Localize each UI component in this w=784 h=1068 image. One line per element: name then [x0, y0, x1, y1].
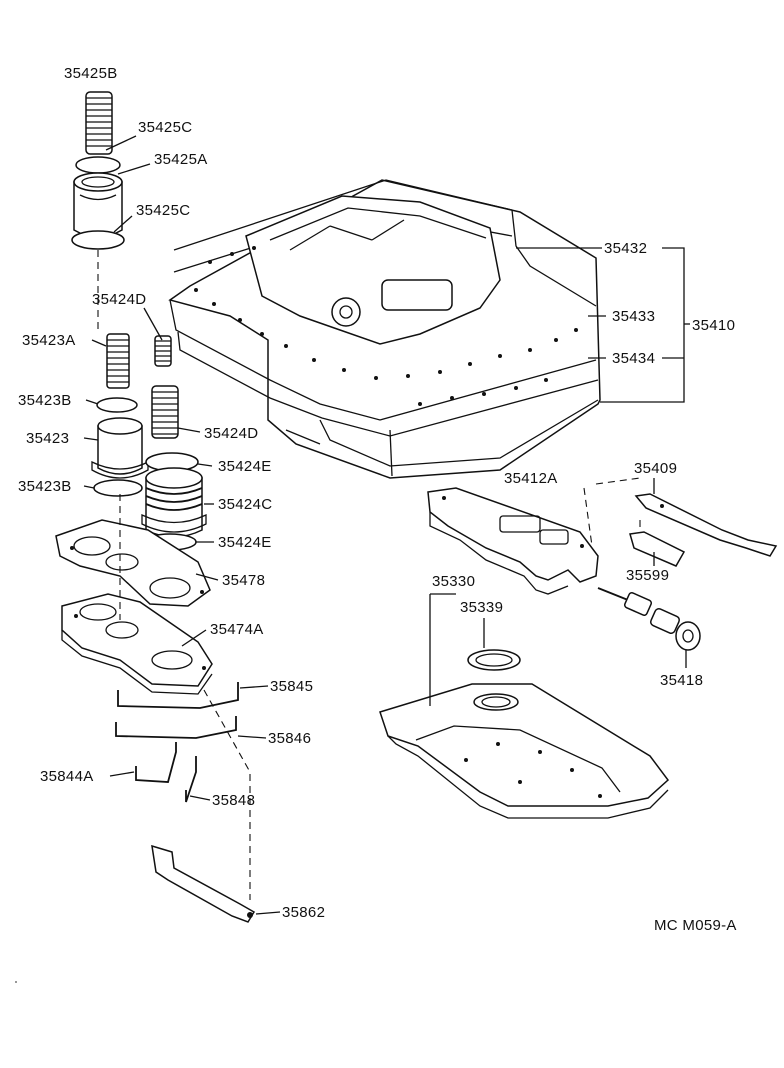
label-35424D-top: 35424D: [92, 291, 146, 308]
label-35425C-bot: 35425C: [136, 202, 190, 219]
label-35425C-top: 35425C: [138, 119, 192, 136]
label-35478: 35478: [222, 572, 265, 589]
piston-35425A: [73, 172, 123, 238]
label-35599: 35599: [626, 567, 669, 584]
plate-35599: [629, 531, 686, 567]
spring-35424D-small: [154, 335, 172, 367]
ring-35423B-lower: [93, 479, 143, 497]
spring-35425B: [85, 91, 113, 155]
label-35474A: 35474A: [210, 621, 264, 638]
gasket-35478: [55, 519, 211, 607]
label-35845: 35845: [270, 678, 313, 695]
piston-35423: [91, 417, 149, 479]
o-ring-35425C-lower: [71, 230, 125, 250]
label-35423A: 35423A: [22, 332, 76, 349]
valve-body-35412A: [427, 487, 599, 595]
label-35410: 35410: [692, 317, 735, 334]
spring-35423A: [106, 333, 130, 389]
label-35425B: 35425B: [64, 65, 118, 82]
diagram-code: MC M059-A: [654, 917, 737, 934]
tubes-35845-35846-35844A-35848: [115, 682, 239, 803]
label-35423: 35423: [26, 430, 69, 447]
label-35425A: 35425A: [154, 151, 208, 168]
label-35424D-bot: 35424D: [204, 425, 258, 442]
label-35846: 35846: [268, 730, 311, 747]
ring-35423B-upper: [96, 397, 138, 413]
strainer-35330: [379, 683, 670, 819]
label-35423B-top: 35423B: [18, 392, 72, 409]
gasket-35339: [467, 649, 521, 671]
label-35409: 35409: [634, 460, 677, 477]
label-35424E-bot: 35424E: [218, 534, 272, 551]
callout-labels: 35425B 35425C 35425A 35425C 35424D 35423…: [18, 65, 737, 934]
label-35434: 35434: [612, 350, 655, 367]
piston-35424C: [141, 467, 207, 538]
label-35330: 35330: [432, 573, 475, 590]
spring-35424D-large: [151, 385, 179, 439]
label-35339: 35339: [460, 599, 503, 616]
valve-body-35410: [168, 179, 601, 479]
leader-lines: [83, 135, 690, 915]
label-35412A: 35412A: [504, 470, 558, 487]
label-35862: 35862: [282, 904, 325, 921]
label-35423B-bot: 35423B: [18, 478, 72, 495]
label-35433: 35433: [612, 308, 655, 325]
label-35418: 35418: [660, 672, 703, 689]
label-35848: 35848: [212, 792, 255, 809]
bracket-35862: [151, 844, 256, 923]
label-35424E-top: 35424E: [218, 458, 272, 475]
label-35844A: 35844A: [40, 768, 94, 785]
valve-35418: [597, 587, 701, 651]
scan-speck: [15, 981, 17, 983]
label-35432: 35432: [604, 240, 647, 257]
label-35424C: 35424C: [218, 496, 272, 513]
o-ring-35425C-upper: [75, 156, 121, 174]
cover-35474A: [61, 593, 213, 695]
